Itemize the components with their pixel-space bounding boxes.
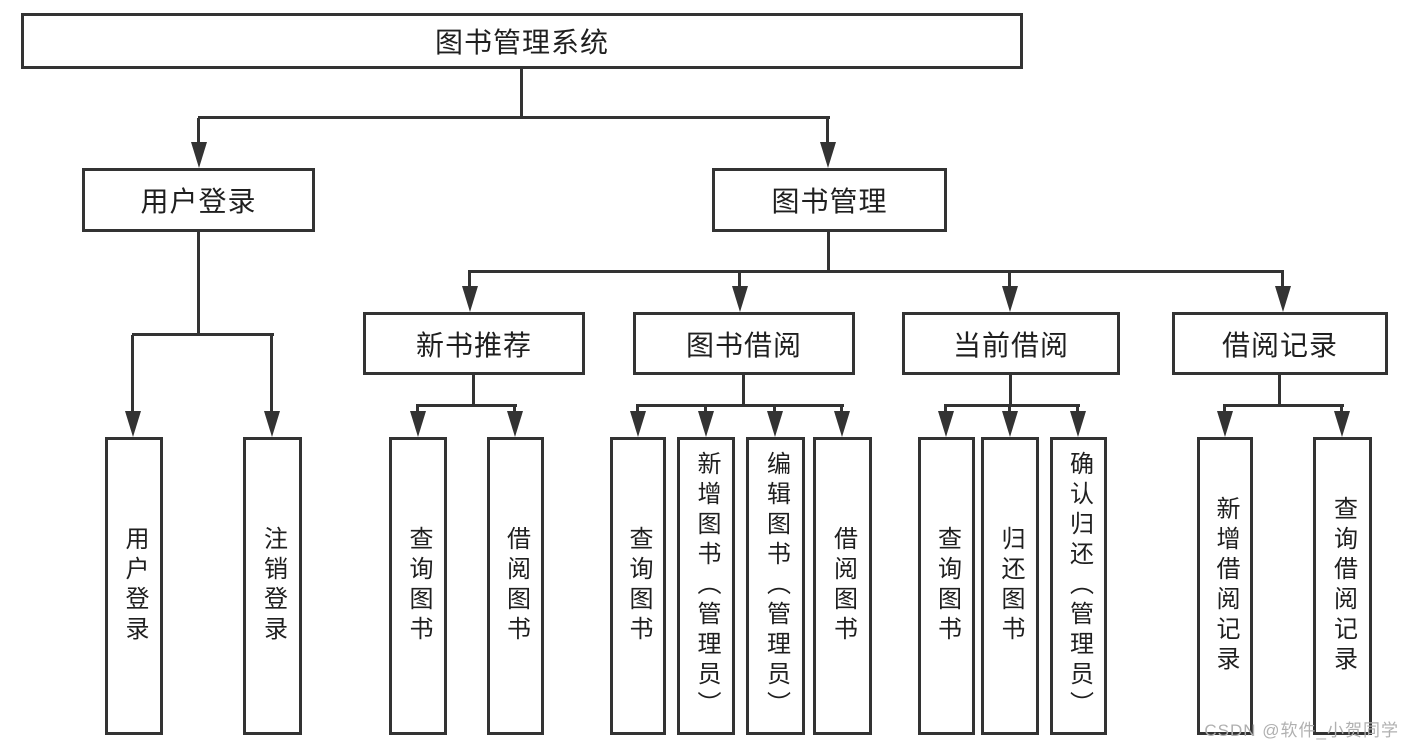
arrowhead-bb-query (630, 411, 646, 437)
leaf-br-query-record-label: 查询借阅记录 (1329, 496, 1357, 676)
arrowhead-br-add (1217, 411, 1233, 437)
leaf-bb-edit-books-admin-label: 编辑图书（管理员） (762, 451, 790, 721)
node-library-system-label: 图书管理系统 (434, 27, 609, 58)
arrowhead-bb-edit (767, 411, 783, 437)
arrowhead-cb-query (938, 411, 954, 437)
edge-book-borrow-stem (742, 375, 745, 406)
watermark: CSDN @软件_小贺同学 (1204, 721, 1399, 740)
edge-current-borrow-bar (944, 404, 1080, 407)
arrowhead-cb-return (1002, 411, 1018, 437)
leaf-bb-borrow-books-label: 借阅图书 (829, 526, 857, 646)
leaf-nb-borrow-books-label: 借阅图书 (502, 526, 530, 646)
leaf-user-login-label: 用户登录 (121, 526, 148, 646)
leaf-bb-query-books-label: 查询图书 (625, 526, 652, 646)
leaf-cb-return-books-label: 归还图书 (997, 526, 1024, 646)
leaf-nb-borrow-books: 借阅图书 (487, 437, 544, 735)
leaf-cb-query-books-label: 查询图书 (933, 526, 961, 646)
edge-current-borrow-stem (1009, 375, 1012, 406)
leaf-user-login: 用户登录 (105, 437, 163, 735)
edge-level2-bar (198, 116, 830, 119)
arrowhead-book-management (820, 142, 836, 168)
node-new-book-recommend-label: 新书推荐 (415, 329, 532, 361)
edge-drop-leaf-logout (270, 335, 273, 415)
node-user-login-label: 用户登录 (140, 186, 257, 217)
edge-drop-current-borrow (1008, 272, 1011, 290)
edge-drop-book-borrow (738, 272, 741, 290)
edge-book-management-stem (827, 232, 830, 272)
node-library-system: 图书管理系统 (21, 13, 1023, 69)
leaf-cb-confirm-return-admin: 确认归还（管理员） (1050, 437, 1107, 735)
edge-new-book-bar (416, 404, 517, 407)
arrowhead-current-borrow (1002, 286, 1018, 312)
edge-drop-leaf-login (131, 335, 134, 415)
node-new-book-recommend: 新书推荐 (363, 312, 585, 375)
node-book-management-label: 图书管理 (771, 186, 888, 217)
edge-level3-bar (468, 270, 1284, 273)
arrowhead-leaf-login (125, 411, 141, 437)
edge-drop-new-book (468, 272, 471, 290)
arrowhead-user-login (191, 142, 207, 168)
leaf-cb-return-books: 归还图书 (981, 437, 1039, 735)
edge-user-login-bar (132, 333, 274, 336)
leaf-bb-add-books-admin: 新增图书（管理员） (677, 437, 735, 735)
edge-borrow-records-stem (1278, 375, 1281, 406)
node-book-borrow: 图书借阅 (633, 312, 855, 375)
leaf-br-add-record: 新增借阅记录 (1197, 437, 1253, 735)
edge-root-stem (520, 69, 523, 118)
arrowhead-nb-query (410, 411, 426, 437)
node-book-management: 图书管理 (712, 168, 947, 232)
leaf-br-add-record-label: 新增借阅记录 (1212, 496, 1239, 676)
arrowhead-br-query (1334, 411, 1350, 437)
arrowhead-cb-confirm (1070, 411, 1086, 437)
arrowhead-borrow-records (1275, 286, 1291, 312)
arrowhead-nb-borrow (507, 411, 523, 437)
arrowhead-bb-borrow (834, 411, 850, 437)
leaf-cb-confirm-return-admin-label: 确认归还（管理员） (1065, 451, 1093, 721)
leaf-br-query-record: 查询借阅记录 (1313, 437, 1372, 735)
node-user-login: 用户登录 (82, 168, 315, 232)
node-borrow-records-label: 借阅记录 (1221, 329, 1338, 361)
leaf-nb-query-books-label: 查询图书 (405, 526, 432, 646)
edge-new-book-stem (472, 375, 475, 406)
edge-book-borrow-bar (636, 404, 844, 407)
leaf-cb-query-books: 查询图书 (918, 437, 975, 735)
leaf-logout: 注销登录 (243, 437, 302, 735)
edge-drop-book-management (826, 118, 829, 146)
node-borrow-records: 借阅记录 (1172, 312, 1388, 375)
arrowhead-book-borrow (732, 286, 748, 312)
edge-user-login-stem (197, 232, 200, 336)
node-current-borrow-label: 当前借阅 (952, 329, 1069, 361)
leaf-bb-add-books-admin-label: 新增图书（管理员） (693, 451, 720, 721)
leaf-bb-query-books: 查询图书 (610, 437, 666, 735)
edge-borrow-records-bar (1223, 404, 1344, 407)
leaf-bb-borrow-books: 借阅图书 (813, 437, 872, 735)
node-current-borrow: 当前借阅 (902, 312, 1120, 375)
leaf-nb-query-books: 查询图书 (389, 437, 447, 735)
leaf-bb-edit-books-admin: 编辑图书（管理员） (746, 437, 805, 735)
arrowhead-bb-add (698, 411, 714, 437)
leaf-logout-label: 注销登录 (259, 526, 287, 646)
edge-drop-user-login (197, 118, 200, 146)
arrowhead-new-book (462, 286, 478, 312)
arrowhead-leaf-logout (264, 411, 280, 437)
edge-drop-borrow-records (1281, 272, 1284, 290)
node-book-borrow-label: 图书借阅 (685, 329, 802, 361)
